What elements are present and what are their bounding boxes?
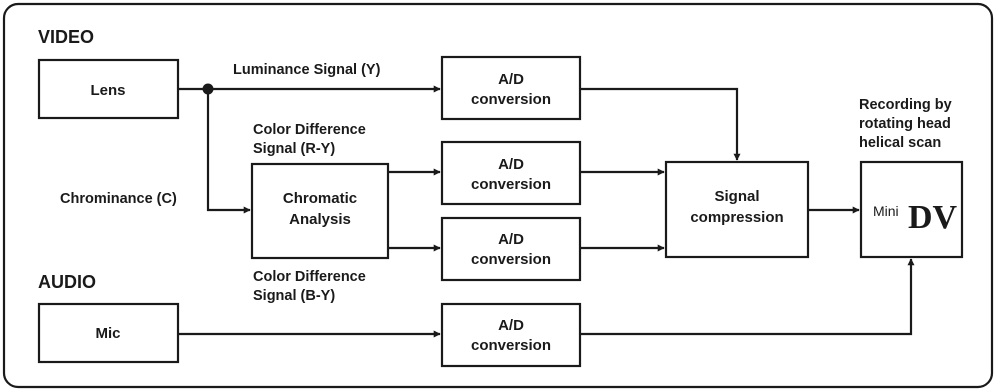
audio-section-title: AUDIO	[38, 272, 96, 292]
signal-compression-box: Signal compression	[664, 160, 810, 259]
video-section-title: VIDEO	[38, 27, 94, 47]
ad-ry-line1: A/D	[498, 156, 524, 173]
minidv-box: Mini DV	[859, 160, 964, 259]
by-label-line2: Signal (B-Y)	[253, 288, 335, 304]
ad-audio-box: A/D conversion	[440, 302, 582, 368]
ad-audio-line1: A/D	[498, 317, 524, 334]
lens-box: Lens	[37, 58, 180, 120]
ad-ry-line2: conversion	[471, 176, 551, 193]
ad-luminance-line2: conversion	[471, 91, 551, 108]
ad-audio-to-minidv-arrow	[580, 258, 915, 336]
ad-by-line2: conversion	[471, 251, 551, 268]
ad-luminance-line1: A/D	[498, 71, 524, 88]
ad-audio-line2: conversion	[471, 337, 551, 354]
ad-luminance-box: A/D conversion	[440, 55, 582, 121]
luminance-signal-label: Luminance Signal (Y)	[233, 62, 381, 78]
ad-luminance-to-compression-arrow	[580, 87, 741, 161]
chrominance-label: Chrominance (C)	[60, 191, 177, 207]
dv-logo-icon: DV	[908, 199, 958, 236]
mic-label: Mic	[95, 325, 120, 342]
ry-label-line2: Signal (R-Y)	[253, 141, 335, 157]
ry-label-line1: Color Difference	[253, 122, 366, 138]
chromatic-analysis-box: Chromatic Analysis	[250, 162, 390, 260]
recording-label-line2: rotating head	[859, 116, 951, 132]
chromatic-line2: Analysis	[289, 211, 351, 228]
mic-box: Mic	[37, 302, 180, 364]
lens-label: Lens	[90, 82, 125, 99]
ad-by-box: A/D conversion	[440, 216, 582, 282]
chromatic-line1: Chromatic	[283, 190, 357, 207]
compression-line2: compression	[690, 209, 783, 226]
minidv-mini-text: Mini	[873, 203, 899, 219]
svg-text:DV: DV	[908, 199, 958, 236]
by-label-line1: Color Difference	[253, 269, 366, 285]
chrominance-to-chromatic-arrow	[206, 89, 251, 214]
recording-label-line3: helical scan	[859, 135, 941, 151]
ad-by-line1: A/D	[498, 231, 524, 248]
compression-line1: Signal	[714, 188, 759, 205]
ad-ry-box: A/D conversion	[440, 140, 582, 206]
recording-label-line1: Recording by	[859, 97, 952, 113]
